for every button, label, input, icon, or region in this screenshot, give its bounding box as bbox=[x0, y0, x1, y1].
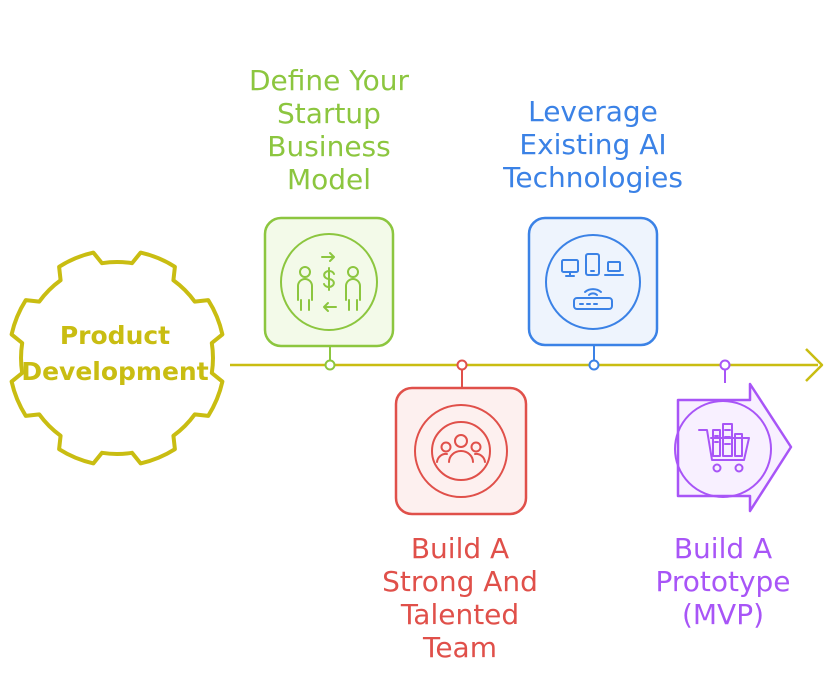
timeline-node-define bbox=[324, 359, 336, 371]
icon-ring-prototype bbox=[674, 400, 772, 498]
leverage-label-line-3: Technologies bbox=[503, 161, 683, 194]
define-label-line-2: Startup bbox=[277, 97, 381, 130]
team-label: Build A Strong And Talented Team bbox=[350, 532, 570, 664]
leverage-label-line-2: Existing AI bbox=[519, 128, 667, 161]
timeline-node-team bbox=[456, 359, 468, 371]
leverage-label: Leverage Existing AI Technologies bbox=[473, 95, 713, 194]
hub-label-line-2: Development bbox=[21, 357, 209, 386]
leverage-label-line-1: Leverage bbox=[528, 95, 658, 128]
prototype-label-line-2: Prototype bbox=[655, 565, 791, 598]
team-icon bbox=[431, 421, 491, 481]
prototype-cart-icon bbox=[698, 423, 750, 473]
prototype-label: Build A Prototype (MVP) bbox=[620, 532, 826, 631]
define-label-line-3: Business bbox=[267, 130, 391, 163]
step-leverage-ai bbox=[527, 216, 659, 371]
business-model-icon bbox=[297, 252, 361, 312]
team-label-line-1: Build A bbox=[410, 532, 510, 565]
icon-ring-define bbox=[280, 233, 378, 331]
step-build-prototype bbox=[674, 359, 793, 513]
step-build-team bbox=[394, 359, 528, 516]
timeline-arrowhead bbox=[805, 348, 824, 382]
card-leverage bbox=[527, 216, 659, 347]
team-label-line-3: Talented bbox=[400, 598, 520, 631]
team-label-line-2: Strong And bbox=[382, 565, 538, 598]
define-label-line-4: Model bbox=[286, 163, 372, 196]
team-label-line-4: Team bbox=[422, 631, 497, 664]
define-label: Define Your Startup Business Model bbox=[219, 64, 439, 196]
define-label-line-1: Define Your bbox=[248, 64, 410, 97]
hub-label: Product Development bbox=[10, 318, 220, 390]
icon-ring-team bbox=[414, 404, 508, 498]
prototype-label-line-3: (MVP) bbox=[681, 598, 765, 631]
gear-shape bbox=[9, 250, 225, 466]
timeline-node-leverage bbox=[588, 359, 600, 371]
timeline bbox=[230, 348, 824, 382]
step-define-business-model bbox=[263, 216, 395, 371]
prototype-label-line-1: Build A bbox=[673, 532, 773, 565]
hub-label-line-1: Product bbox=[59, 321, 171, 350]
devices-network-icon bbox=[561, 253, 624, 310]
product-development-hub bbox=[9, 250, 225, 466]
timeline-node-prototype bbox=[719, 359, 731, 371]
icon-ring-leverage bbox=[545, 234, 641, 330]
